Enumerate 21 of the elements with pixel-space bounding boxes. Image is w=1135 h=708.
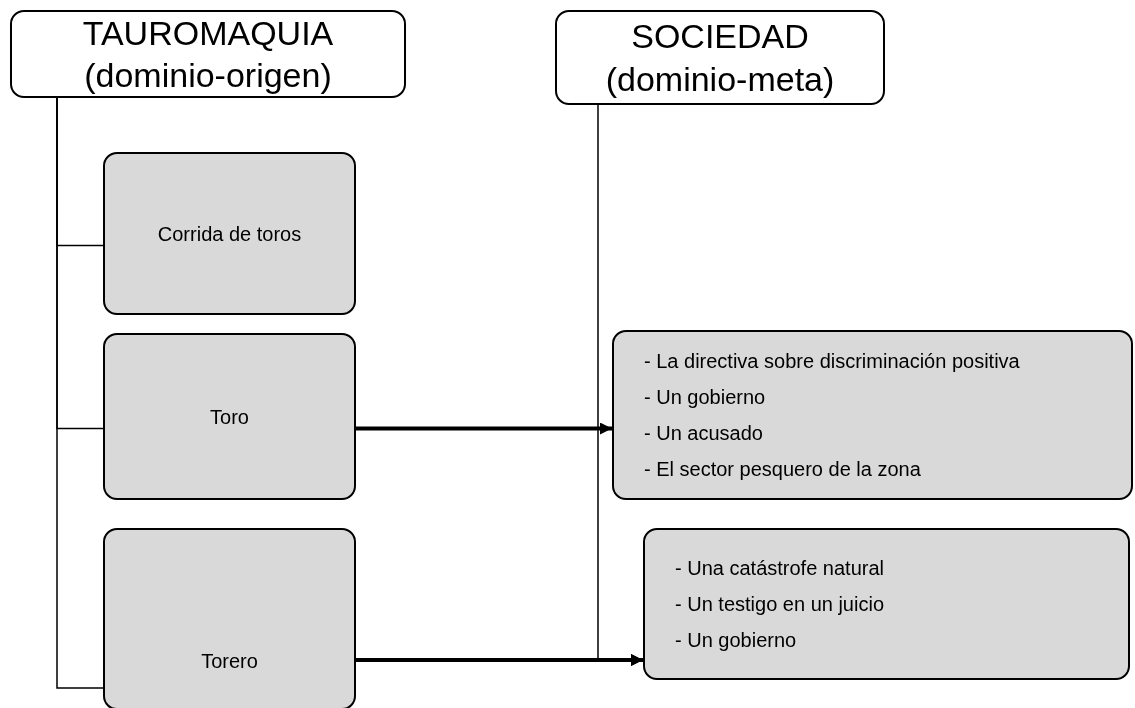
box-label: SOCIEDAD (dominio-meta) bbox=[604, 16, 836, 100]
list-item: - Un gobierno bbox=[643, 385, 767, 410]
list-item: - Un gobierno bbox=[674, 628, 798, 653]
concept-box bbox=[103, 152, 356, 315]
arrow bbox=[356, 422, 612, 435]
concept-box bbox=[103, 528, 356, 708]
box-label: Toro bbox=[210, 404, 249, 430]
target-list-box bbox=[612, 330, 1133, 500]
domain-box bbox=[555, 10, 885, 105]
list-item: - La directiva sobre discriminación positiva bbox=[643, 349, 1021, 374]
list-item: - Un testigo en un juicio bbox=[674, 592, 885, 617]
box-label: TAUROMAQUIA (dominio-origen) bbox=[81, 12, 335, 96]
concept-box bbox=[103, 333, 356, 500]
target-list-box bbox=[643, 528, 1130, 680]
connector-line bbox=[56, 97, 104, 689]
domain-box bbox=[10, 10, 406, 98]
list-item: - Un acusado bbox=[643, 421, 764, 446]
box-label: Torero bbox=[201, 649, 258, 674]
list-item: - El sector pesquero de la zona bbox=[643, 457, 922, 482]
list-item: - Una catástrofe natural bbox=[674, 556, 885, 581]
box-label: Corrida de toros bbox=[157, 221, 302, 247]
